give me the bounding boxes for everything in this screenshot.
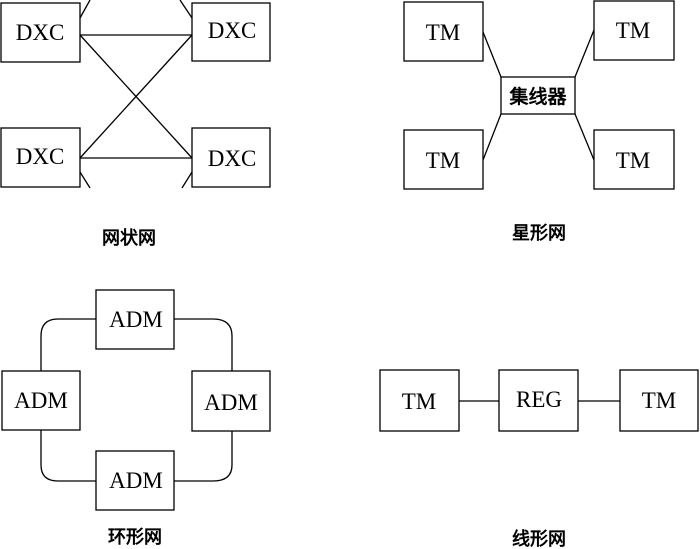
ring-network: ADM ADM ADM ADM 环形网 (1, 289, 271, 548)
star-node-top-left: TM (403, 1, 484, 62)
linear-node-left: TM (379, 369, 460, 432)
mesh-node-label: DXC (208, 18, 257, 43)
star-node-bottom-right: TM (593, 129, 675, 190)
star-hub-label: 集线器 (508, 85, 567, 108)
ring-node-left: ADM (1, 370, 81, 431)
mesh-node-bottom-right: DXC (191, 127, 271, 188)
ring-node-right: ADM (191, 370, 271, 432)
ring-node-bottom: ADM (95, 450, 175, 511)
star-node-bottom-left: TM (403, 129, 484, 190)
mesh-node-label: DXC (16, 20, 65, 45)
ring-node-label: ADM (14, 388, 68, 413)
ring-node-top: ADM (95, 289, 175, 350)
linear-node-label: TM (642, 388, 677, 413)
star-network: TM TM TM TM 集线器 星形网 (403, 0, 675, 244)
mesh-links (79, 0, 193, 189)
ring-node-label: ADM (204, 390, 258, 415)
linear-node-label: REG (516, 387, 562, 412)
star-node-label: TM (426, 20, 461, 45)
star-node-top-right: TM (593, 0, 675, 61)
mesh-node-label: DXC (208, 146, 257, 171)
star-caption: 星形网 (512, 223, 566, 244)
ring-link (40, 318, 233, 482)
linear-network: TM REG TM 线形网 (379, 369, 699, 549)
star-links (482, 29, 595, 161)
star-node-label: TM (426, 148, 461, 173)
star-hub: 集线器 (500, 76, 576, 115)
ring-node-label: ADM (109, 468, 163, 493)
star-node-label: TM (616, 148, 651, 173)
linear-caption: 线形网 (512, 528, 566, 549)
mesh-node-bottom-left: DXC (0, 127, 81, 188)
star-node-label: TM (616, 18, 651, 43)
mesh-caption: 网状网 (102, 227, 156, 249)
mesh-node-top-left: DXC (0, 2, 81, 63)
mesh-node-label: DXC (16, 144, 65, 169)
ring-caption: 环形网 (108, 527, 162, 548)
linear-node-label: TM (402, 389, 437, 414)
linear-node-right: TM (619, 369, 699, 432)
mesh-node-top-right: DXC (191, 2, 271, 62)
mesh-network: DXC DXC DXC DXC 网状网 (0, 0, 271, 249)
ring-node-label: ADM (109, 307, 163, 332)
linear-node-center: REG (498, 369, 579, 432)
